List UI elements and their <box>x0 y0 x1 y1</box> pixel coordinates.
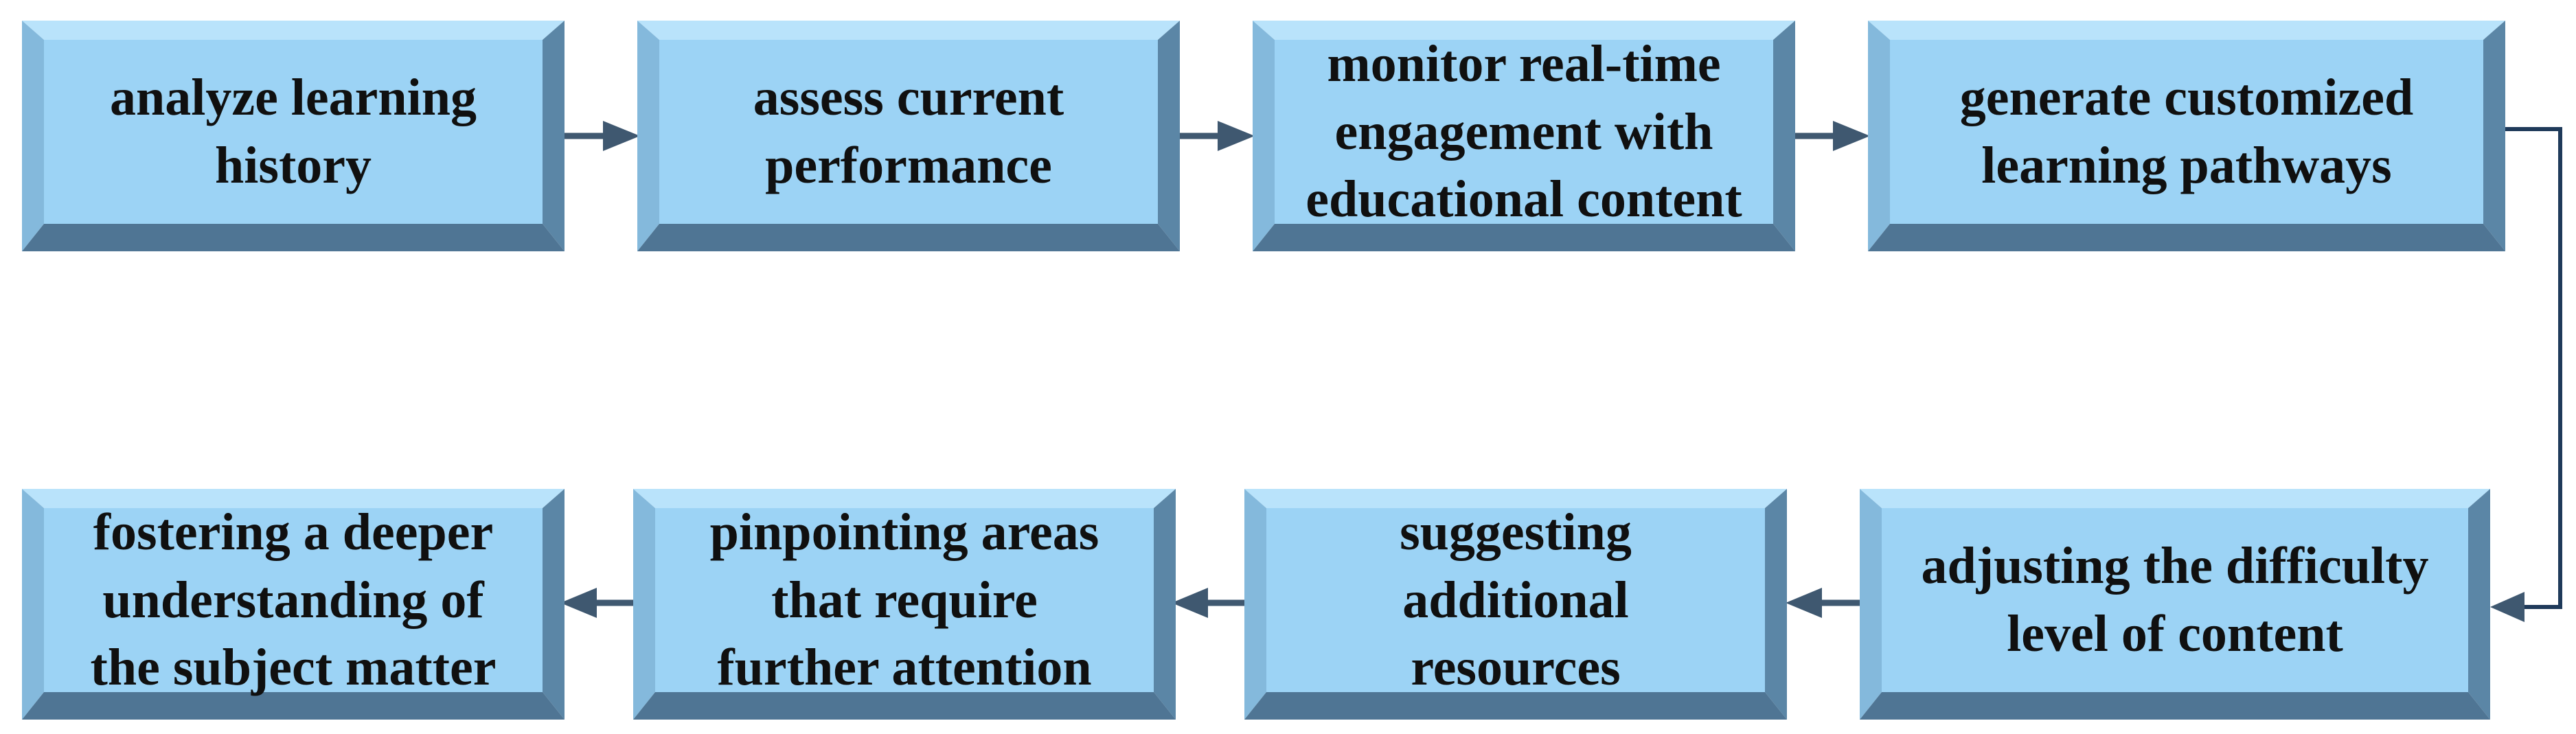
arrow-pinpoint-to-foster <box>560 588 633 618</box>
arrow-generate-to-adjust <box>2490 127 2562 622</box>
step-label: monitor real-time engagement with educat… <box>1306 34 1742 229</box>
box-bevel <box>22 21 565 251</box>
step-label: assess current performance <box>753 69 1064 194</box>
box-bevel <box>1868 21 2505 251</box>
box-bevel <box>22 489 565 720</box>
step-suggest-resources: suggesting additional resources <box>1244 489 1787 720</box>
step-label: pinpointing areas that require further a… <box>709 503 1099 697</box>
step-monitor-engagement: monitor real-time engagement with educat… <box>1253 21 1795 251</box>
step-label: suggesting additional resources <box>1400 503 1632 697</box>
step-foster-understanding: fostering a deeper understanding of the … <box>22 489 565 720</box>
box-bevel <box>1253 21 1795 251</box>
box-bevel <box>1244 489 1787 720</box>
arrow-monitor-to-generate <box>1795 121 1870 151</box>
step-generate-pathways: generate customized learning pathways <box>1868 21 2505 251</box>
box-bevel <box>637 21 1180 251</box>
step-analyze-learning-history: analyze learning history <box>22 21 565 251</box>
step-adjust-difficulty: adjusting the difficulty level of conten… <box>1860 489 2490 720</box>
box-bevel <box>633 489 1176 720</box>
step-pinpoint-areas: pinpointing areas that require further a… <box>633 489 1176 720</box>
arrow-analyze-to-assess <box>565 121 640 151</box>
step-label: adjusting the difficulty level of conten… <box>1921 537 2429 663</box>
step-label: analyze learning history <box>109 69 477 194</box>
box-bevel <box>1860 489 2490 720</box>
arrow-adjust-to-suggest <box>1786 588 1860 618</box>
arrow-suggest-to-pinpoint <box>1172 588 1244 618</box>
step-label: fostering a deeper understanding of the … <box>90 503 497 697</box>
arrow-assess-to-monitor <box>1180 121 1255 151</box>
step-assess-current-performance: assess current performance <box>637 21 1180 251</box>
step-label: generate customized learning pathways <box>1959 69 2414 194</box>
